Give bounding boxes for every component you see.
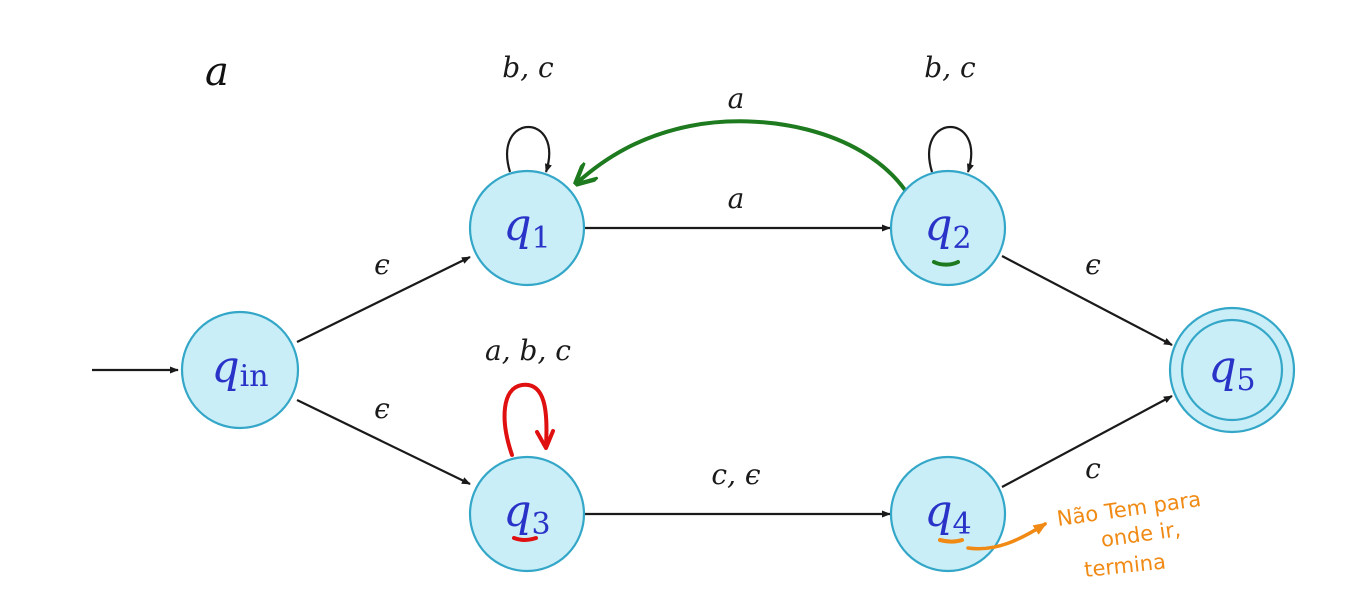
loop-q2 <box>928 126 974 173</box>
label-q1-loop: b, c <box>502 51 554 84</box>
state-q4: q4 <box>889 455 1007 573</box>
underline-q4-orange <box>938 538 964 544</box>
state-q3-sub: 3 <box>532 507 551 542</box>
loop-q3-red-arrowhead <box>535 429 555 450</box>
label-q1-q2: a <box>728 182 745 215</box>
edge-q2-q5 <box>1001 255 1173 346</box>
label-q4-q5: c <box>1085 452 1101 485</box>
svg-text:q1: q1 <box>503 200 550 256</box>
label-q2-q1: a <box>728 82 745 115</box>
edge-qin-q3 <box>296 399 471 485</box>
edge-qin-q1 <box>296 256 471 343</box>
underline-q2-green <box>932 260 960 267</box>
state-q5-accepting: q5 <box>1168 306 1296 434</box>
corner-label: a <box>205 49 229 95</box>
state-q2-sub: 2 <box>953 221 972 256</box>
edge-q4-q5 <box>1001 395 1173 488</box>
svg-text:q2: q2 <box>924 200 971 256</box>
state-q4-sub: 4 <box>953 507 972 542</box>
svg-text:qin: qin <box>211 342 268 394</box>
edge-q2-q1-green <box>578 119 907 192</box>
label-q2-loop: b, c <box>924 51 976 84</box>
loop-q1 <box>506 126 552 173</box>
label-q3-q4: c, ϵ <box>711 458 760 491</box>
state-q3-letter: q <box>503 486 531 537</box>
state-q2-letter: q <box>924 200 952 251</box>
annotation-arrow <box>966 522 1048 551</box>
state-q4-letter: q <box>924 486 952 537</box>
annotation-line-3: termina <box>1083 550 1167 582</box>
svg-text:q4: q4 <box>924 486 971 542</box>
state-q2: q2 <box>889 169 1007 287</box>
state-q5-letter: q <box>1208 342 1236 393</box>
svg-text:q5: q5 <box>1208 342 1255 398</box>
state-q3: q3 <box>468 455 586 573</box>
svg-text:q3: q3 <box>503 486 550 542</box>
label-qin-q1: ϵ <box>374 248 390 281</box>
state-qin: qin <box>180 310 300 430</box>
loop-q3-red <box>502 382 549 457</box>
label-q3-loop: a, b, c <box>485 334 571 367</box>
state-qin-sub: in <box>240 359 269 394</box>
state-qin-letter: q <box>211 342 239 393</box>
state-q1-letter: q <box>503 200 531 251</box>
state-q5-sub: 5 <box>1237 363 1256 398</box>
label-q2-q5: ϵ <box>1085 248 1101 281</box>
state-q1-sub: 1 <box>532 221 551 256</box>
state-q1: q1 <box>468 169 586 287</box>
label-qin-q3: ϵ <box>374 392 390 425</box>
underline-q3-red <box>512 536 538 542</box>
